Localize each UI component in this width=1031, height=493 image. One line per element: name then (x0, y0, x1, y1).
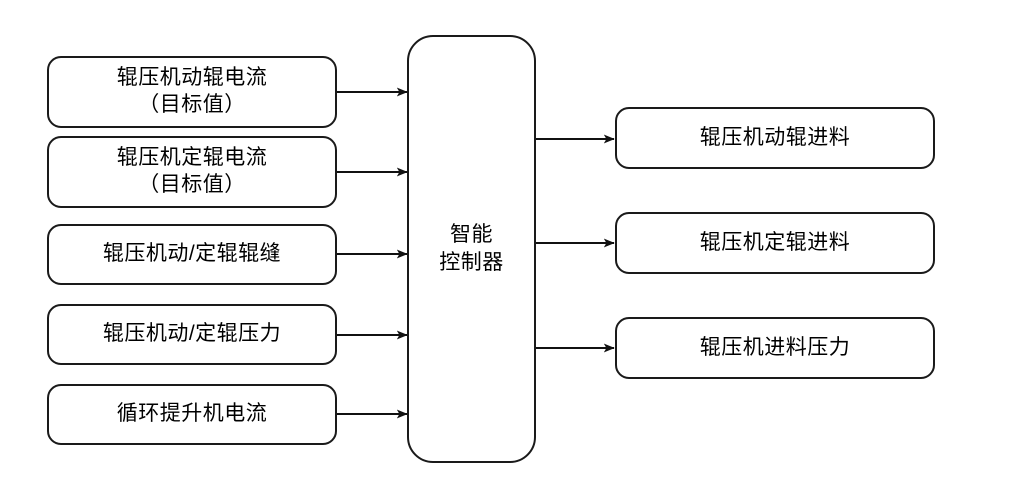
input-node-roller-press-roll-gap[interactable]: 辊压机动/定辊辊缝 (47, 224, 337, 285)
input-node-circulating-elevator-current[interactable]: 循环提升机电流 (47, 384, 337, 445)
controller-node-intelligent-controller[interactable]: 智能 控制器 (407, 35, 536, 463)
input-node-roller-press-moving-roll-current[interactable]: 辊压机动辊电流 （目标值） (47, 56, 337, 128)
output-node-roller-press-moving-roll-feed[interactable]: 辊压机动辊进料 (615, 107, 935, 169)
input-node-roller-press-roll-pressure[interactable]: 辊压机动/定辊压力 (47, 304, 337, 365)
output-node-roller-press-feed-pressure[interactable]: 辊压机进料压力 (615, 317, 935, 379)
input-node-roller-press-fixed-roll-current[interactable]: 辊压机定辊电流 （目标值） (47, 136, 337, 208)
output-node-roller-press-fixed-roll-feed[interactable]: 辊压机定辊进料 (615, 212, 935, 274)
